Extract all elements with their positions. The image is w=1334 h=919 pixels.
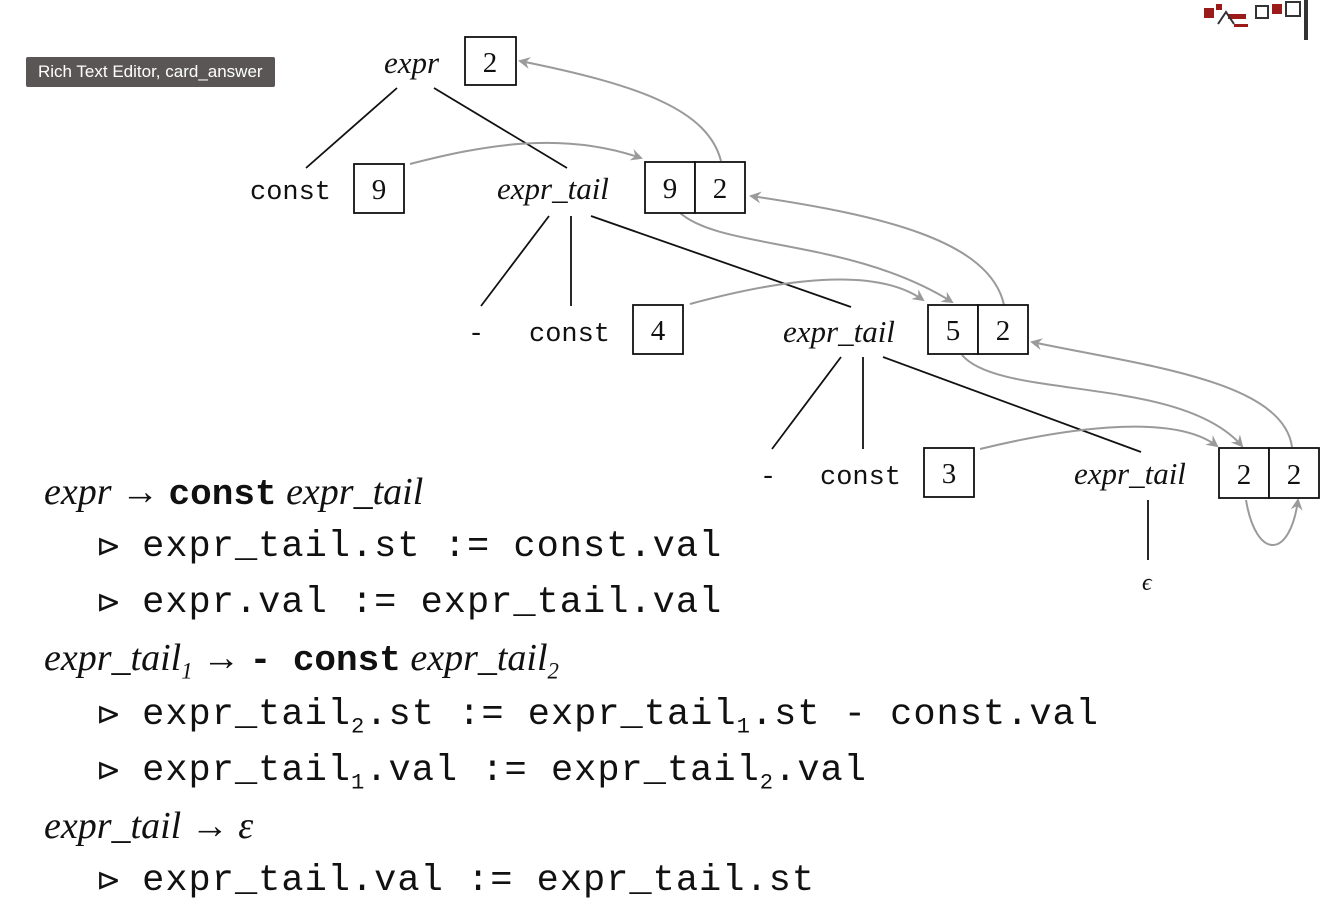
const3-val-box — [923, 447, 975, 498]
tail3-st: 2 — [1237, 459, 1252, 491]
arrow-st-to-val-loop — [1245, 498, 1303, 546]
decorative-ornament — [1204, 0, 1308, 40]
arrow-st5-to-st2 — [961, 354, 1244, 448]
root-val: 2 — [483, 47, 498, 79]
node-const2-label: const — [529, 320, 610, 350]
arrow-val2-up — [749, 191, 1005, 306]
arrow-const4-to-st5 — [689, 278, 925, 305]
tail2-val: 2 — [996, 315, 1011, 347]
edge-expr-const — [305, 87, 398, 169]
arrow-val2-up-2 — [1030, 338, 1293, 448]
attribute-flow-arrows — [409, 57, 1303, 546]
node-tail2-label: expr_tail — [783, 314, 895, 349]
node-tail3-label: expr_tail — [1074, 456, 1186, 491]
node-expr-label: expr — [384, 45, 440, 80]
node-minus2-label: - — [760, 463, 776, 493]
tail3-val: 2 — [1287, 459, 1302, 491]
arrow-val-to-root — [518, 57, 722, 162]
arrow-st9-to-st5 — [678, 211, 954, 304]
tail2-val-box — [977, 304, 1029, 355]
editor-tooltip: Rich Text Editor, card_answer — [26, 57, 275, 87]
tail1-st: 9 — [663, 173, 678, 205]
node-epsilon-label: ϵ — [1142, 570, 1153, 596]
node-const3-label: const — [820, 463, 901, 493]
edge-tail2-tail3 — [882, 356, 1142, 453]
node-const1-label: const — [250, 178, 331, 208]
const1-val-box — [353, 163, 405, 214]
tree-edges — [305, 87, 1149, 560]
const2-val: 4 — [651, 315, 666, 347]
const1-val: 9 — [372, 174, 387, 206]
tail2-st: 5 — [946, 315, 961, 347]
edge-tail2-minus — [771, 356, 842, 450]
node-minus1-label: - — [468, 320, 484, 350]
const3-val: 3 — [942, 458, 957, 490]
edge-tail1-minus — [480, 215, 550, 307]
tail3-st-box — [1218, 447, 1270, 499]
tail1-val: 2 — [713, 173, 728, 205]
tail3-val-box — [1268, 447, 1320, 499]
root-val-box — [464, 36, 517, 86]
const2-val-box — [632, 304, 684, 355]
node-tail1-label: expr_tail — [497, 171, 609, 206]
arrow-const3-to-st2 — [979, 425, 1219, 450]
tail1-st-box — [644, 161, 696, 214]
tail1-val-box — [694, 161, 746, 214]
edge-tail1-tail2 — [590, 215, 852, 308]
arrow-const9-to-st — [409, 141, 643, 165]
edge-expr-tail — [433, 87, 568, 169]
